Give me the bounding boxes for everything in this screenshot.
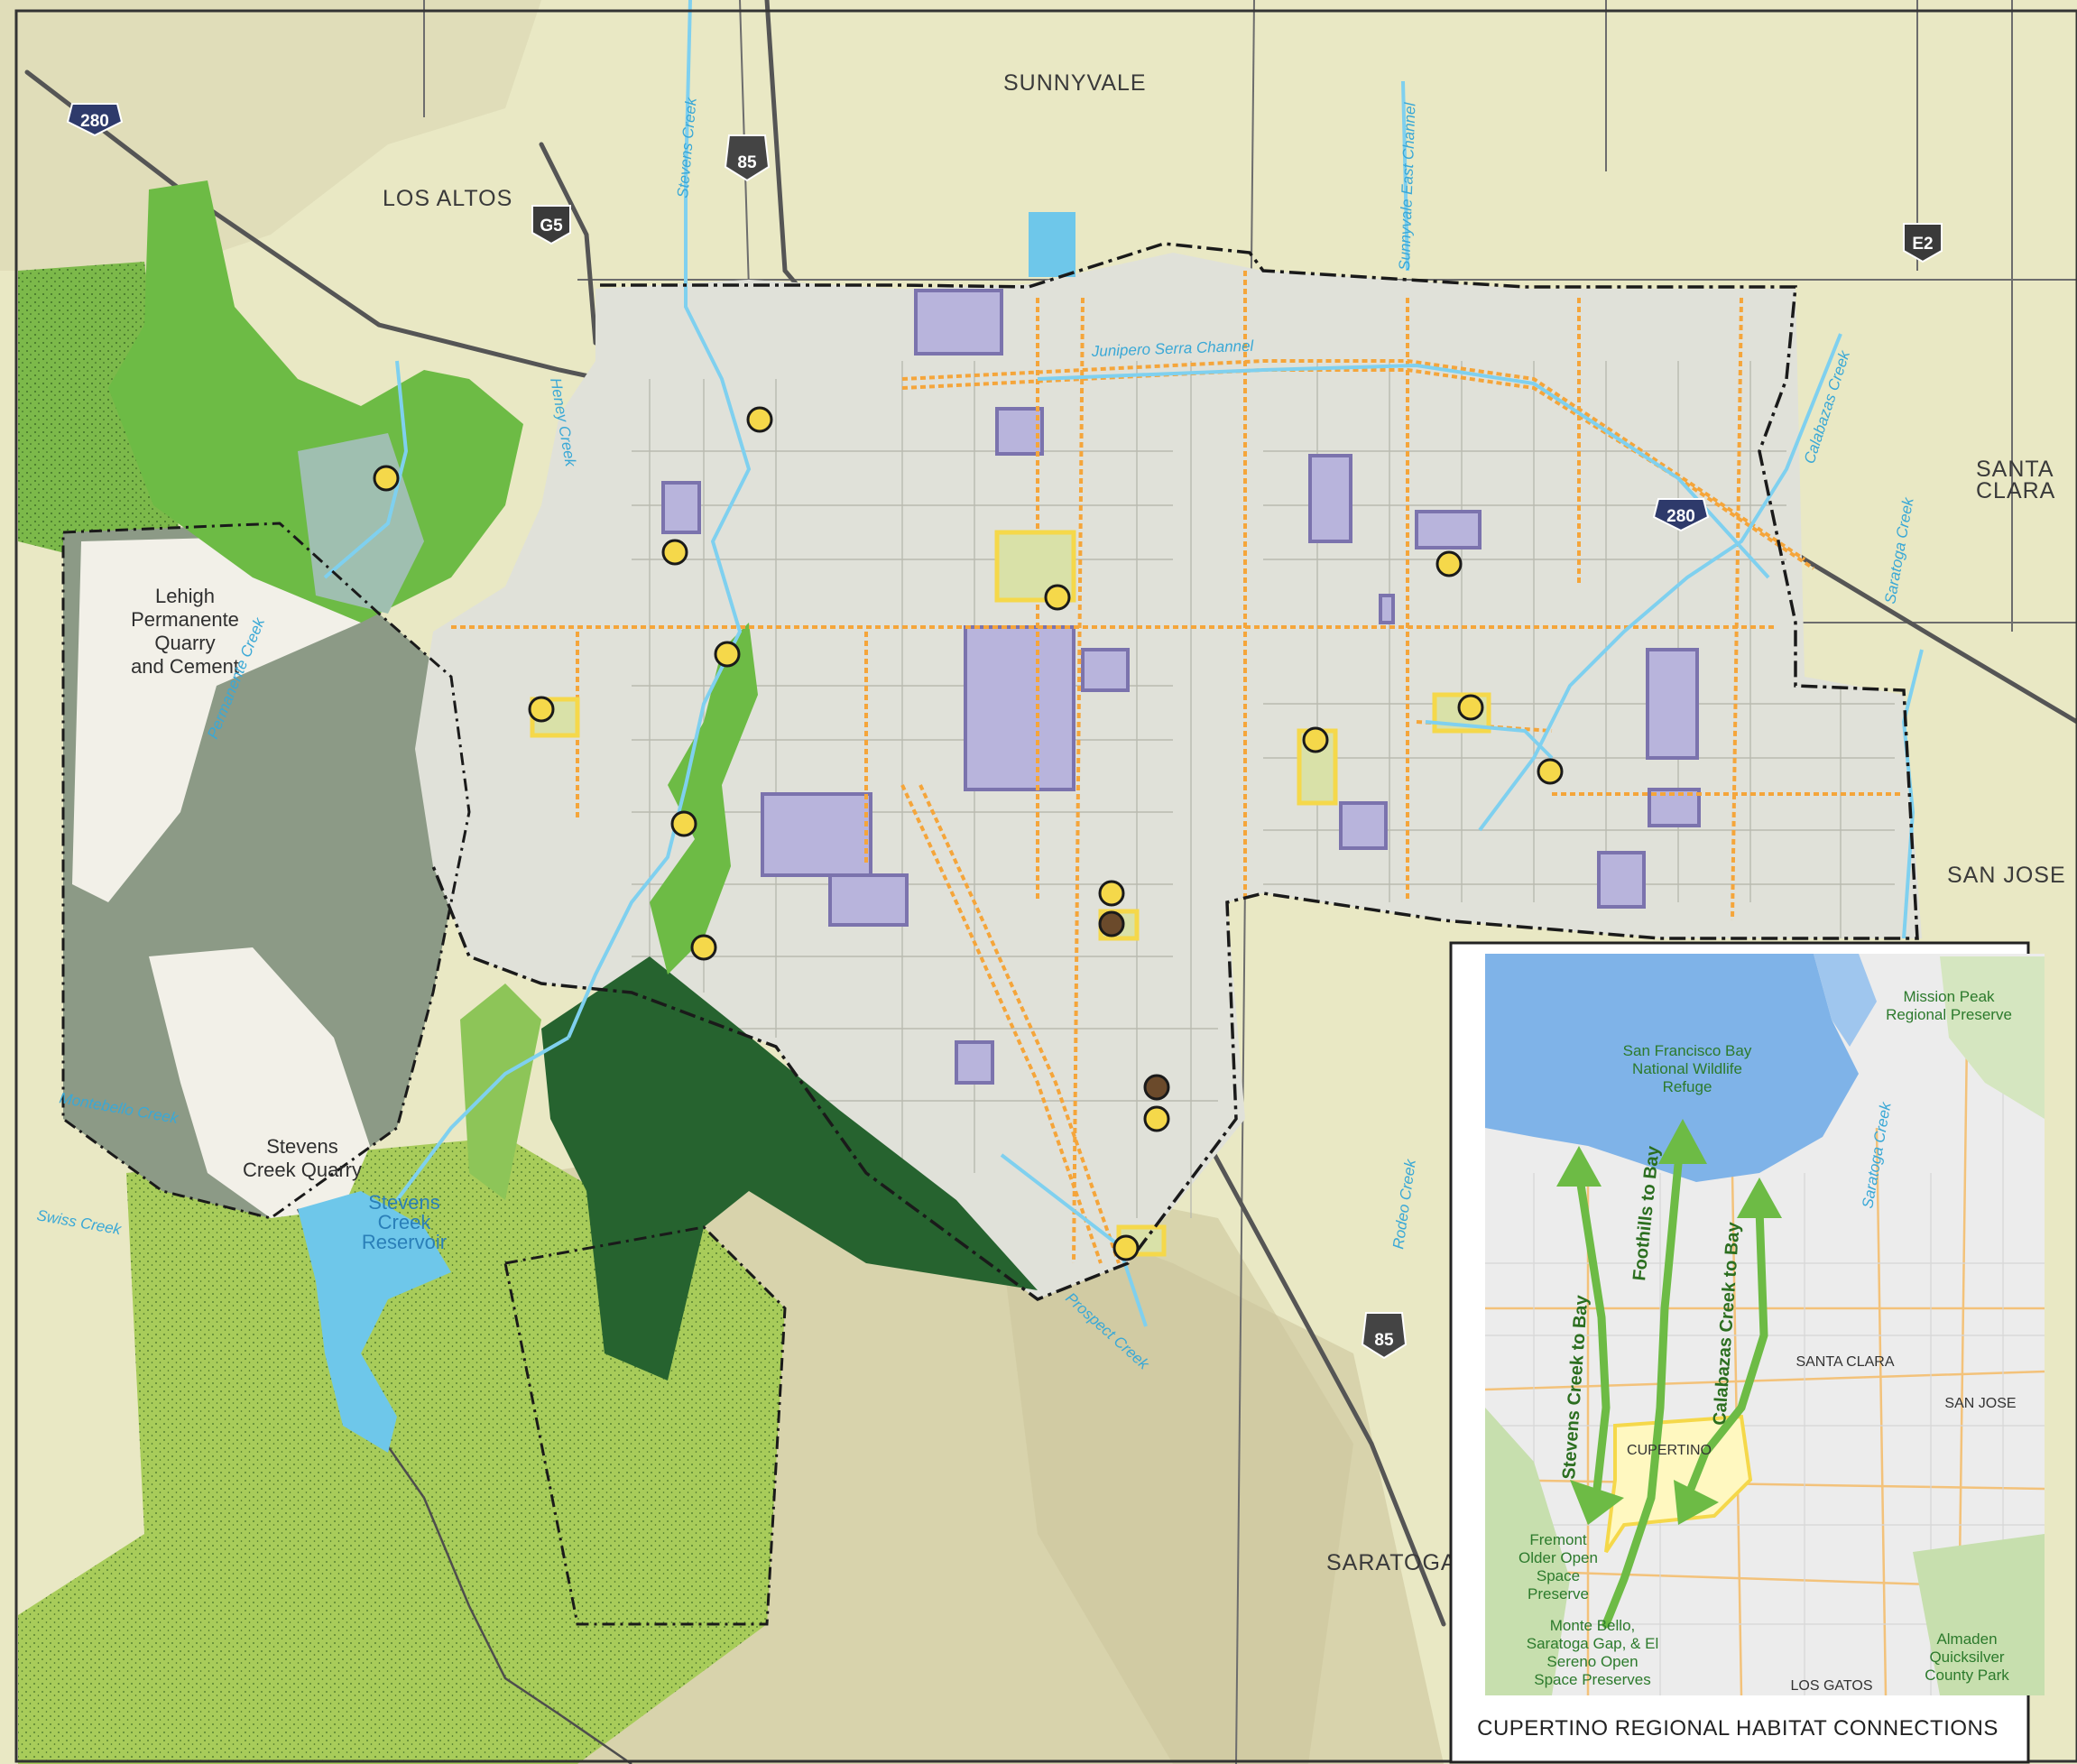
park-icons: [373, 406, 1564, 1261]
open-space-south-center: [505, 1227, 785, 1764]
inset-map: San Francisco Bay National Wildlife Refu…: [1449, 941, 2045, 1764]
inset-label-almaden-3: County Park: [1925, 1667, 2009, 1684]
retention-pond: [1029, 212, 1075, 277]
inset-label-mission-2: Regional Preserve: [1886, 1006, 2012, 1023]
inset-label-monte-4: Space Preserves: [1534, 1671, 1650, 1688]
inset-label-sfbay-3: Refuge: [1663, 1078, 1712, 1095]
shield-85-a: 85: [724, 134, 771, 182]
stevens-creek-reservoir: [298, 1191, 451, 1453]
cupertino-urban: [415, 253, 1922, 1299]
label-lehigh-3: Quarry: [154, 632, 215, 654]
label-stevens-quarry-2: Creek Quarry: [243, 1159, 362, 1181]
shield-e2: E2: [1903, 223, 1943, 263]
shield-85-b: 85: [1361, 1312, 1408, 1360]
inset-label-sfbay-2: National Wildlife: [1632, 1060, 1742, 1077]
lehigh-quarry: [72, 537, 361, 902]
label-clara: CLARA: [1976, 478, 2055, 503]
inset-label-monte-1: Monte Bello,: [1550, 1617, 1636, 1634]
city-boundary: [431, 242, 1919, 1301]
label-santa: SANTA: [1976, 457, 2054, 482]
inset-label-san-jose: SAN JOSE: [1944, 1396, 2016, 1411]
label-lehigh-4: and Cement: [131, 655, 239, 678]
label-sunnyvale: SUNNYVALE: [1003, 70, 1147, 96]
inset-label-santa-clara: SANTA CLARA: [1795, 1354, 1894, 1370]
parcels: [661, 289, 1701, 1085]
creek-open-space: [650, 623, 758, 974]
label-reservoir-3: Reservoir: [362, 1231, 447, 1253]
hillshade-southeast: [992, 1173, 1353, 1764]
creeks: [323, 0, 1924, 1327]
creek-open-space-mid: [460, 984, 541, 1200]
open-space-southwest: [18, 1137, 614, 1764]
sphere-boundary: [61, 522, 787, 1626]
label-lehigh-1: Lehigh: [155, 585, 215, 607]
label-stevens-quarry-1: Stevens: [266, 1135, 338, 1158]
inset-label-monte-2: Saratoga Gap, & El: [1527, 1635, 1658, 1652]
inset-label-fremont-1: Fremont: [1529, 1531, 1587, 1548]
label-los-altos: LOS ALTOS: [383, 186, 512, 211]
label-lehigh-2: Permanente: [131, 608, 239, 631]
open-space-nw: [108, 180, 523, 623]
shield-280-b: 280: [1652, 498, 1710, 532]
map-frame: [14, 9, 2077, 1763]
inset-label-almaden-1: Almaden: [1936, 1630, 1997, 1648]
label-san-jose: SAN JOSE: [1947, 863, 2066, 888]
label-reservoir-2: Creek: [378, 1211, 432, 1233]
inset-label-almaden-2: Quicksilver: [1929, 1649, 2004, 1666]
svg-text:85: 85: [737, 153, 757, 172]
inset-label-fremont-4: Preserve: [1528, 1585, 1589, 1602]
label-saratoga: SARATOGA: [1326, 1550, 1457, 1575]
inset-label-fremont-2: Older Open: [1519, 1549, 1598, 1566]
shield-280-a: 280: [66, 103, 124, 137]
svg-text:280: 280: [1666, 507, 1695, 526]
inset-label-los-gatos: LOS GATOS: [1791, 1678, 1873, 1694]
inset-title: CUPERTINO REGIONAL HABITAT CONNECTIONS: [1477, 1716, 1999, 1741]
svg-text:280: 280: [80, 112, 109, 131]
stevens-creek-quarry: [149, 947, 370, 1218]
foothill-preserve-dark: [541, 956, 1038, 1381]
inset-label-fremont-3: Space: [1537, 1567, 1580, 1584]
svg-text:E2: E2: [1912, 235, 1933, 254]
label-reservoir-1: Stevens: [368, 1191, 440, 1214]
inset-label-sfbay-1: San Francisco Bay: [1623, 1042, 1752, 1059]
shield-g5: G5: [531, 205, 571, 245]
hillshade-west: [0, 0, 541, 271]
inset-label-cupertino: CUPERTINO: [1627, 1443, 1712, 1458]
svg-text:85: 85: [1374, 1331, 1394, 1350]
inset-label-mission-1: Mission Peak: [1903, 988, 1995, 1005]
tree-icons: [1098, 910, 1170, 1101]
inset-label-monte-3: Sereno Open: [1546, 1653, 1638, 1670]
svg-text:G5: G5: [540, 217, 563, 236]
